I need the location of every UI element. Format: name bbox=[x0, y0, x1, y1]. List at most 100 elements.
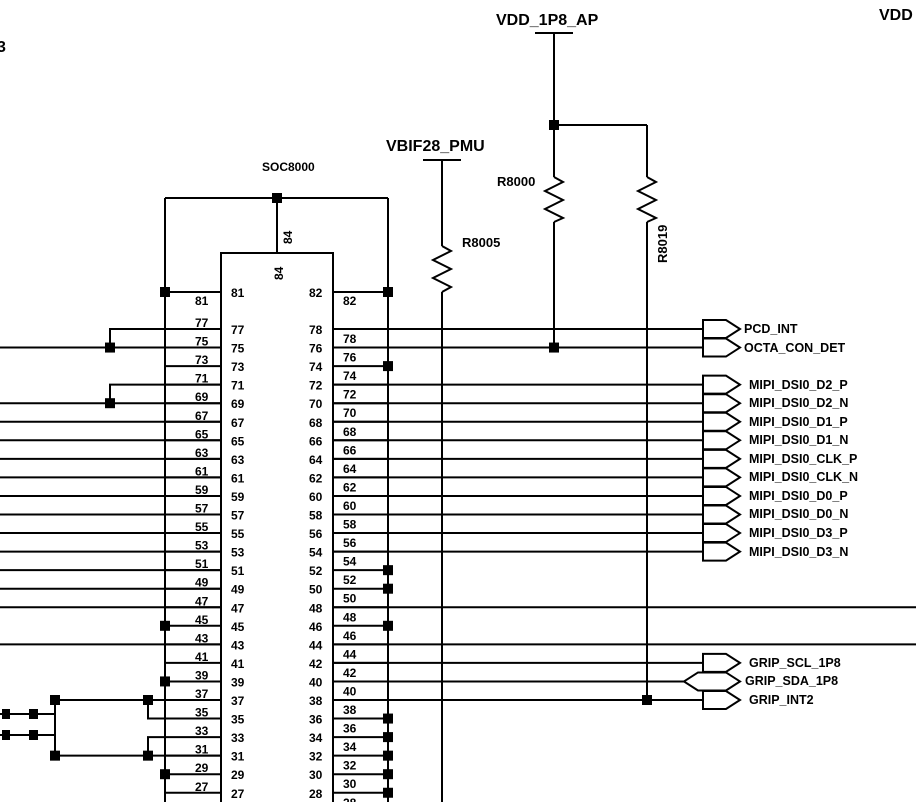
junction-dot bbox=[105, 398, 115, 409]
pin-number-left-inner: 51 bbox=[231, 564, 245, 578]
pin-number-left-inner: 71 bbox=[231, 379, 245, 393]
pin-number-right-inner: 40 bbox=[309, 675, 323, 689]
pin-number-left-inner: 63 bbox=[231, 453, 245, 467]
pin-number-left-inner: 53 bbox=[231, 546, 245, 560]
pin-number-left-inner: 69 bbox=[231, 397, 245, 411]
pin-number-right-outer: 54 bbox=[343, 555, 357, 569]
pin-number-right-inner: 58 bbox=[309, 509, 323, 523]
pin-number-left-outer: 57 bbox=[195, 502, 209, 516]
pin-number-right-outer: 28 bbox=[343, 796, 357, 802]
net-label-octa-con-det: OCTA_CON_DET bbox=[744, 341, 846, 355]
pin-number-right-inner: 30 bbox=[309, 768, 323, 782]
pin-number-right-outer: 60 bbox=[343, 499, 357, 513]
pin-number-right-outer: 36 bbox=[343, 722, 357, 736]
pin-number-left-inner: 55 bbox=[231, 527, 245, 541]
pin84-inner-label: 84 bbox=[272, 266, 286, 280]
pin-number-left-outer: 67 bbox=[195, 409, 209, 423]
junction-dot bbox=[383, 713, 393, 724]
pin-number-right-inner: 38 bbox=[309, 694, 323, 708]
pin82-outer-label: 82 bbox=[343, 294, 357, 308]
offpage-arrow bbox=[702, 319, 742, 339]
resistor-r8000-label: R8000 bbox=[497, 174, 535, 189]
net-label-grip-scl: GRIP_SCL_1P8 bbox=[749, 656, 841, 670]
pin-number-right-inner: 54 bbox=[309, 546, 323, 560]
pin-number-left-inner: 57 bbox=[231, 509, 245, 523]
pin-number-left-inner: 77 bbox=[231, 323, 245, 337]
junction-dot bbox=[160, 676, 170, 687]
pin-number-right-inner: 78 bbox=[309, 323, 323, 337]
pin-number-left-inner: 73 bbox=[231, 360, 245, 374]
offpage-arrow bbox=[702, 411, 742, 432]
pin-number-left-inner: 41 bbox=[231, 657, 245, 671]
net-label-mipi-d3-n: MIPI_DSI0_D3_N bbox=[749, 545, 848, 559]
pin-number-right-outer: 64 bbox=[343, 462, 357, 476]
pin-number-right-outer: 32 bbox=[343, 759, 357, 773]
bidir-port bbox=[682, 671, 742, 692]
pin-number-right-inner: 32 bbox=[309, 750, 323, 764]
offpage-arrow bbox=[702, 448, 742, 469]
junction-dot bbox=[272, 193, 282, 203]
left-stub-wire bbox=[109, 383, 221, 404]
junction-dot bbox=[549, 342, 559, 353]
pin-number-right-inner: 50 bbox=[309, 583, 323, 597]
pin-number-right-inner: 64 bbox=[309, 453, 323, 467]
pin-number-right-outer: 72 bbox=[343, 388, 357, 402]
resistor-r8005-label: R8005 bbox=[462, 235, 500, 250]
pin-number-right-inner: 44 bbox=[309, 638, 323, 652]
pin-number-right-outer: 70 bbox=[343, 406, 357, 420]
pin-number-right-inner: 74 bbox=[309, 360, 323, 374]
pin-number-right-outer: 66 bbox=[343, 443, 357, 457]
junction-dot bbox=[383, 769, 393, 780]
pin-number-left-outer: 71 bbox=[195, 372, 209, 386]
pin-number-right-outer: 78 bbox=[343, 332, 357, 346]
pin-number-right-outer: 38 bbox=[343, 703, 357, 717]
rail-label-vdd-cut: VDD bbox=[879, 7, 913, 24]
pin-number-left-inner: 35 bbox=[231, 713, 245, 727]
pin-number-left-outer: 29 bbox=[195, 761, 209, 775]
pin-number-right-inner: 52 bbox=[309, 564, 323, 578]
pin-number-right-outer: 34 bbox=[343, 740, 357, 754]
pin-number-right-outer: 62 bbox=[343, 480, 357, 494]
offpage-arrow bbox=[702, 430, 742, 451]
rail-label-vbif28-pmu: VBIF28_PMU bbox=[386, 138, 485, 155]
junction-dot bbox=[160, 287, 170, 297]
junction-dot bbox=[105, 342, 115, 353]
left-component-body bbox=[2, 709, 10, 719]
junction-dot bbox=[383, 583, 393, 594]
offpage-arrow bbox=[702, 541, 742, 562]
offpage-arrow bbox=[702, 504, 742, 525]
pin-number-right-inner: 66 bbox=[309, 434, 323, 448]
offpage-arrow bbox=[702, 393, 742, 414]
pin-number-left-outer: 41 bbox=[195, 650, 209, 664]
pin-number-right-outer: 58 bbox=[343, 518, 357, 532]
offpage-arrow bbox=[702, 523, 742, 544]
pin-number-left-inner: 65 bbox=[231, 434, 245, 448]
resistor-r8019 bbox=[635, 176, 659, 223]
pin-number-right-inner: 56 bbox=[309, 527, 323, 541]
junction-dot bbox=[160, 769, 170, 780]
pin-number-left-outer: 63 bbox=[195, 446, 209, 460]
pin-number-right-inner: 76 bbox=[309, 342, 323, 356]
net-label-grip-sda: GRIP_SDA_1P8 bbox=[745, 674, 838, 688]
pin-number-left-outer: 55 bbox=[195, 520, 209, 534]
offpage-arrow bbox=[702, 374, 742, 395]
left-component-body bbox=[29, 730, 38, 740]
junction-dot bbox=[642, 695, 652, 705]
pin-number-left-inner: 27 bbox=[231, 787, 245, 801]
junction-dot bbox=[160, 620, 170, 631]
pin-number-right-inner: 60 bbox=[309, 490, 323, 504]
pin-number-left-inner: 33 bbox=[231, 731, 245, 745]
resistor-r8019-label: R8019 bbox=[655, 225, 670, 263]
pin-number-right-outer: 48 bbox=[343, 610, 357, 624]
pin-number-left-outer: 73 bbox=[195, 353, 209, 367]
pin-number-left-inner: 49 bbox=[231, 583, 245, 597]
pin84-outer-label: 84 bbox=[281, 230, 295, 244]
pin-number-right-outer: 42 bbox=[343, 666, 357, 680]
pin-number-right-outer: 40 bbox=[343, 684, 357, 698]
pin-number-left-inner: 45 bbox=[231, 620, 245, 634]
junction-dot bbox=[383, 620, 393, 631]
offpage-arrow bbox=[702, 467, 742, 488]
rail-label-vdd-1p8-ap: VDD_1P8_AP bbox=[496, 12, 599, 29]
pin-number-left-outer: 31 bbox=[195, 743, 209, 757]
